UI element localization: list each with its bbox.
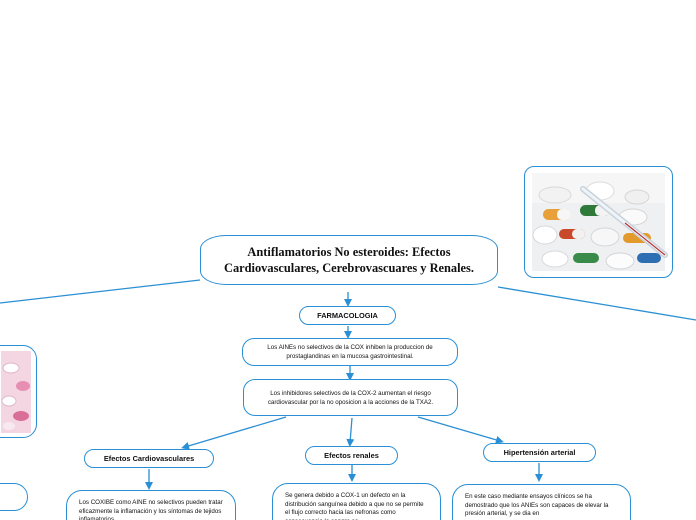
hipertension-arterial-label: Hipertensión arterial	[503, 448, 576, 457]
cardiovascular-detail-text: Los COXIBE como AINE no selectivos puede…	[79, 499, 223, 520]
root-topic[interactable]: Antiflamatorios No esteroides: Efectos C…	[200, 235, 498, 285]
renal-detail-node[interactable]: Se genera debido a COX-1 un defecto en l…	[272, 483, 441, 520]
farmacologia-label: FARMACOLOGIA	[317, 311, 378, 320]
farmacologia-node[interactable]: FARMACOLOGIA	[299, 306, 396, 325]
link-cox2-hiper	[417, 416, 504, 444]
pill-icon	[1, 362, 30, 430]
left-partial-node[interactable]: X)	[0, 483, 28, 511]
hipertension-arterial-node[interactable]: Hipertensión arterial	[483, 443, 596, 462]
left-photo-frame	[0, 345, 37, 438]
thermometer-icon	[580, 186, 668, 258]
hipertension-detail-node[interactable]: En este caso mediante ensayos clínicos s…	[452, 484, 631, 520]
link-root-right	[497, 286, 696, 321]
root-title: Antiflamatorios No esteroides: Efectos C…	[224, 245, 474, 275]
efectos-cardiovasculares-label: Efectos Cardiovasculares	[103, 454, 195, 463]
link-root-left	[0, 279, 201, 304]
renal-detail-text: Se genera debido a COX-1 un defecto en l…	[285, 492, 424, 520]
cox2-risk-text: Los inhibidores selectivos de la COX-2 a…	[267, 389, 434, 406]
pills-photo-frame	[524, 166, 673, 278]
pills-photo	[532, 173, 668, 271]
efectos-cardiovasculares-node[interactable]: Efectos Cardiovasculares	[84, 449, 214, 468]
efectos-renales-label: Efectos renales	[324, 451, 379, 460]
link-cox2-renal	[346, 417, 355, 447]
link-cox2-cardio	[181, 416, 287, 450]
cardiovascular-detail-node[interactable]: Los COXIBE como AINE no selectivos puede…	[66, 490, 236, 520]
cox2-risk-node[interactable]: Los inhibidores selectivos de la COX-2 a…	[243, 379, 458, 416]
efectos-renales-node[interactable]: Efectos renales	[305, 446, 398, 465]
left-photo	[1, 351, 31, 433]
cox-inhibition-node[interactable]: Los AINEs no selectivos de la COX inhibe…	[242, 338, 458, 366]
hipertension-detail-text: En este caso mediante ensayos clínicos s…	[465, 493, 609, 518]
cox-inhibition-text: Los AINEs no selectivos de la COX inhibe…	[267, 344, 433, 360]
